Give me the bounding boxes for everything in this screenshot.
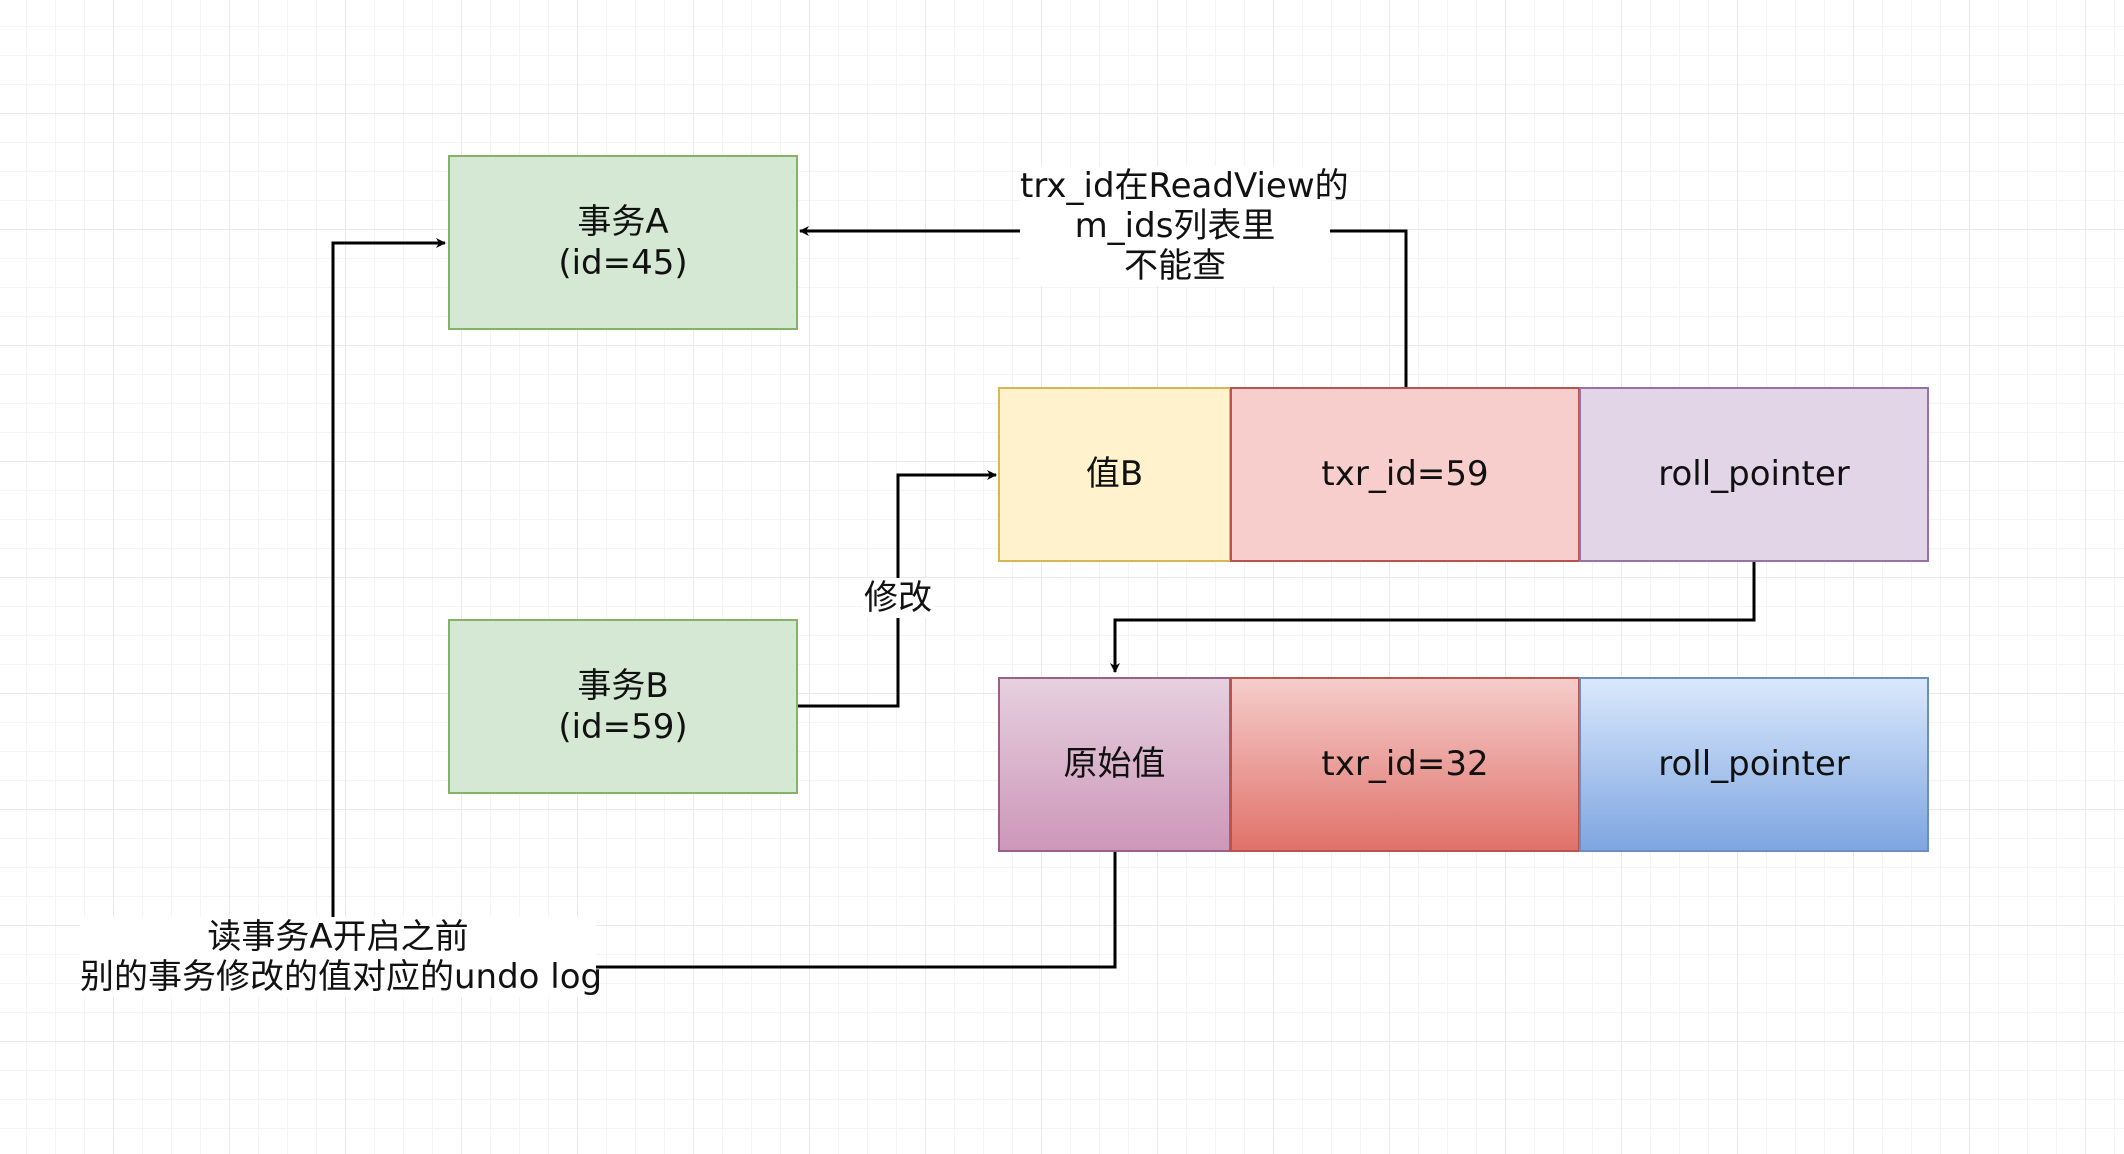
undo-row-roll-pointer: roll_pointer bbox=[1658, 744, 1850, 785]
transaction-a-id: (id=45) bbox=[558, 242, 688, 283]
current-row-trx-id-cell: txr_id=59 bbox=[1230, 387, 1580, 562]
arrow-roll-pointer-to-undo bbox=[1110, 562, 1756, 673]
transaction-a-name: 事务A bbox=[577, 201, 669, 242]
arrow-readview-to-transaction-a bbox=[799, 226, 1408, 387]
current-row-roll-pointer-cell: roll_pointer bbox=[1579, 387, 1929, 562]
undo-row-value: 原始值 bbox=[1063, 744, 1166, 785]
transaction-a-box: 事务A (id=45) bbox=[448, 155, 798, 330]
transaction-b-box: 事务B (id=59) bbox=[448, 619, 798, 794]
transaction-b-name: 事务B bbox=[577, 665, 669, 706]
current-row-value: 值B bbox=[1085, 454, 1144, 495]
readview-label-line1: trx_id在ReadView的 bbox=[1020, 166, 1349, 206]
modify-label: 修改 bbox=[864, 578, 932, 618]
readview-label-line3: 不能查 bbox=[1124, 246, 1226, 286]
readview-edge-label: trx_id在ReadView的 m_ids列表里 不能查 bbox=[1020, 166, 1349, 286]
undo-row-trx-id: txr_id=32 bbox=[1321, 744, 1489, 785]
modify-edge-label: 修改 bbox=[862, 578, 934, 618]
undo-row-value-cell: 原始值 bbox=[998, 677, 1231, 852]
read-undo-label-line2: 别的事务修改的值对应的undo log bbox=[80, 957, 603, 997]
current-row-trx-id: txr_id=59 bbox=[1321, 454, 1489, 495]
undo-row-trx-id-cell: txr_id=32 bbox=[1230, 677, 1580, 852]
read-undo-label-line1: 读事务A开启之前 bbox=[207, 917, 469, 957]
arrow-undo-to-transaction-a bbox=[331, 238, 1117, 969]
read-undo-edge-label: 读事务A开启之前 别的事务修改的值对应的undo log bbox=[80, 917, 603, 997]
current-row-roll-pointer: roll_pointer bbox=[1658, 454, 1850, 495]
undo-row-roll-pointer-cell: roll_pointer bbox=[1579, 677, 1929, 852]
current-row-value-cell: 值B bbox=[998, 387, 1231, 562]
transaction-b-id: (id=59) bbox=[558, 706, 688, 747]
readview-label-line2: m_ids列表里 bbox=[1074, 206, 1276, 246]
